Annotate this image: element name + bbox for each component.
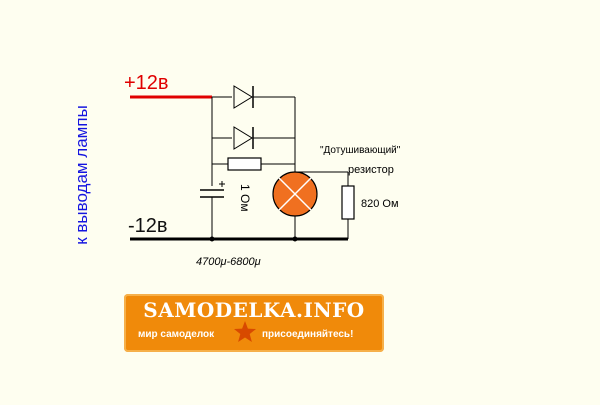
resistor-quote-label: "Дотушивающий"	[320, 145, 401, 156]
banner-tagline-left: мир самоделок	[138, 329, 215, 340]
capacitor-value-label: 4700μ-6800μ	[196, 256, 261, 268]
resistor-1-label: 1 Ом	[238, 184, 252, 212]
junction-dot	[209, 236, 215, 242]
star-icon	[234, 321, 256, 342]
resistor-word-label: резистор	[348, 164, 394, 176]
lamp	[272, 171, 318, 217]
diode-2	[233, 126, 254, 150]
banner-tagline-right: присоединяйтесь!	[262, 329, 354, 340]
site-banner[interactable]: SAMODELKA.INFO мир самоделок присоединяй…	[124, 294, 384, 352]
diode-1	[233, 85, 254, 109]
negative-voltage-label: -12в	[128, 215, 168, 237]
plus-icon	[219, 181, 225, 187]
resistor-820-ohm	[341, 185, 355, 220]
resistor-820-label: 820 Ом	[361, 198, 399, 210]
resistor-1-ohm	[227, 157, 262, 171]
lamp-terminal-label: к выводам лампы	[72, 105, 91, 245]
junction-dot	[292, 236, 298, 242]
banner-title: SAMODELKA.INFO	[143, 298, 365, 322]
positive-voltage-label: +12в	[124, 72, 169, 94]
